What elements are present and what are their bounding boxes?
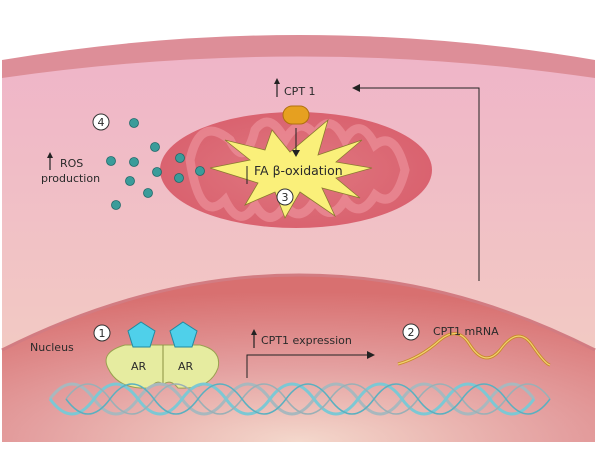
- ros-label-line1: ROS: [60, 157, 83, 170]
- cpt1-expression-arrow: [246, 354, 368, 378]
- arrow-head-icon: [47, 152, 53, 158]
- arrow-head-icon: [292, 150, 300, 157]
- dna-double-helix: [48, 382, 551, 416]
- mitochondrial-cristae: [185, 117, 410, 222]
- step-number: 1: [99, 327, 106, 340]
- nuclear-membrane: [1, 273, 596, 352]
- nucleus-label: Nucleus: [30, 341, 74, 354]
- ar-receptor-dimer: [105, 344, 220, 389]
- cpt1-expression-label: CPT1 expression: [261, 334, 352, 347]
- androgen-right: [169, 321, 198, 348]
- step-number: 3: [282, 191, 289, 204]
- step-number: 4: [98, 116, 105, 129]
- ros-label-line2: production: [41, 172, 100, 185]
- cpt1-label: CPT 1: [284, 85, 316, 98]
- step-badge-3: 3: [276, 188, 294, 206]
- ar-right-label: AR: [178, 360, 194, 373]
- step-badge-1: 1: [93, 324, 111, 342]
- ar-left-label: AR: [131, 360, 147, 373]
- step-badge-2: 2: [402, 323, 420, 341]
- androgen-left: [127, 321, 156, 348]
- ros-dots: [106, 118, 205, 210]
- fa-oxidation-label: FA β-oxidation: [254, 163, 343, 178]
- cpt1-protein: [282, 105, 310, 125]
- cpt1-translation-arrow: [358, 87, 480, 281]
- arrow-head-icon: [352, 84, 360, 92]
- arrow-head-icon: [274, 78, 280, 84]
- mrna-highlight: [397, 333, 551, 366]
- step-badge-4: 4: [92, 113, 110, 131]
- arrow-head-icon: [251, 329, 257, 335]
- step-number: 2: [408, 326, 415, 339]
- cpt1-mrna-label: CPT1 mRNA: [433, 325, 499, 338]
- arrow-head-icon: [367, 351, 375, 359]
